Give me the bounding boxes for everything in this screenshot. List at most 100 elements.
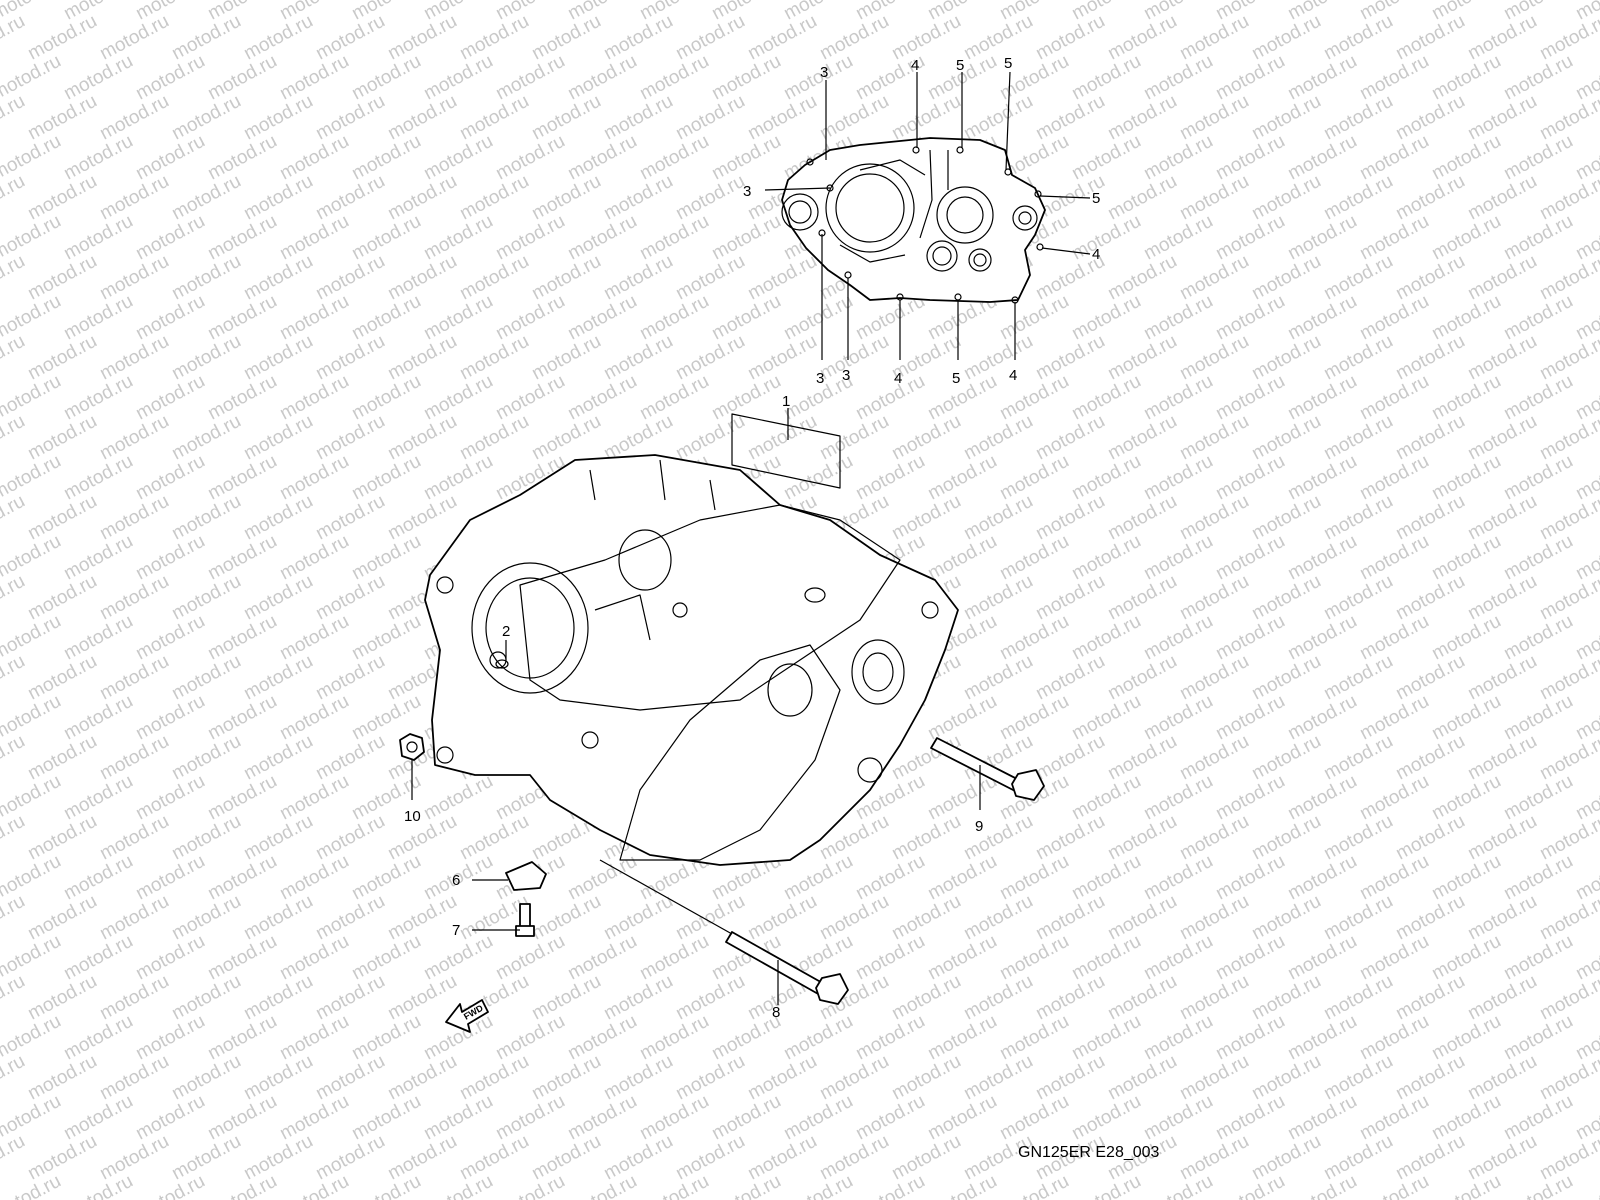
watermark-text: motod.ru <box>600 891 676 945</box>
watermark-text: motod.ru <box>744 1131 820 1185</box>
watermark-text: motod.ru <box>240 331 316 385</box>
watermark-text: motod.ru <box>456 251 532 305</box>
watermark-text: motod.ru <box>1392 571 1468 625</box>
watermark-text: motod.ru <box>672 1051 748 1105</box>
watermark-text: motod.ru <box>312 571 388 625</box>
watermark-text: motod.ru <box>0 251 29 305</box>
watermark-text: motod.ru <box>204 771 280 825</box>
watermark-text: motod.ru <box>1176 11 1252 65</box>
watermark-text: motod.ru <box>276 371 352 425</box>
watermark-text: motod.ru <box>1284 531 1360 585</box>
watermark-text: motod.ru <box>996 851 1072 905</box>
watermark-text: motod.ru <box>1140 531 1216 585</box>
watermark-text: motod.ru <box>24 331 100 385</box>
watermark-text: motod.ru <box>1392 1051 1468 1105</box>
watermark-text: motod.ru <box>1104 1051 1180 1105</box>
watermark-text: motod.ru <box>1068 451 1144 505</box>
watermark-text: motod.ru <box>312 891 388 945</box>
watermark-text: motod.ru <box>852 1091 928 1145</box>
callout-part-10: 10 <box>404 808 421 825</box>
watermark-text: motod.ru <box>1356 291 1432 345</box>
watermark-text: motod.ru <box>1356 851 1432 905</box>
watermark-text: motod.ru <box>1212 531 1288 585</box>
watermark-text: motod.ru <box>960 971 1036 1025</box>
watermark-text: motod.ru <box>1140 771 1216 825</box>
callout-bot-5: 5 <box>952 370 960 387</box>
watermark-text: motod.ru <box>1248 1131 1324 1185</box>
watermark-text: motod.ru <box>204 931 280 985</box>
watermark-text: motod.ru <box>132 531 208 585</box>
watermark-text: motod.ru <box>888 1131 964 1185</box>
watermark-text: motod.ru <box>1284 931 1360 985</box>
watermark-text: motod.ru <box>1068 531 1144 585</box>
watermark-text: motod.ru <box>1320 731 1396 785</box>
watermark-text: motod.ru <box>0 1051 29 1105</box>
watermark-text: motod.ru <box>276 131 352 185</box>
watermark-text: motod.ru <box>24 171 100 225</box>
watermark-text: motod.ru <box>24 91 100 145</box>
watermark-text: motod.ru <box>1320 491 1396 545</box>
watermark-text: motod.ru <box>348 531 424 585</box>
watermark-text: motod.ru <box>1320 411 1396 465</box>
bolt-part-9 <box>930 737 1045 801</box>
watermark-text: motod.ru <box>1428 931 1504 985</box>
watermark-text: motod.ru <box>600 1051 676 1105</box>
watermark-text: motod.ru <box>96 1051 172 1105</box>
watermark-text: motod.ru <box>1320 1051 1396 1105</box>
inset-leader-lines <box>764 71 1091 360</box>
watermark-text: motod.ru <box>240 731 316 785</box>
watermark-text: motod.ru <box>0 571 29 625</box>
watermark-text: motod.ru <box>1140 51 1216 105</box>
watermark-text: motod.ru <box>888 491 964 545</box>
watermark-text: motod.ru <box>564 1171 640 1200</box>
watermark-text: motod.ru <box>60 771 136 825</box>
watermark-text: motod.ru <box>240 971 316 1025</box>
watermark-text: motod.ru <box>96 91 172 145</box>
watermark-text: motod.ru <box>1248 251 1324 305</box>
watermark-text: motod.ru <box>780 51 856 105</box>
watermark-text: motod.ru <box>24 411 100 465</box>
watermark-text: motod.ru <box>1320 651 1396 705</box>
watermark-text: motod.ru <box>1464 91 1540 145</box>
watermark-text: motod.ru <box>456 331 532 385</box>
watermark-text: motod.ru <box>204 211 280 265</box>
watermark-text: motod.ru <box>1320 971 1396 1025</box>
watermark-text: motod.ru <box>0 491 29 545</box>
watermark-text: motod.ru <box>348 611 424 665</box>
watermark-text: motod.ru <box>492 371 568 425</box>
watermark-text: motod.ru <box>24 251 100 305</box>
watermark-text: motod.ru <box>1104 651 1180 705</box>
watermark-text: motod.ru <box>384 11 460 65</box>
watermark-text: motod.ru <box>1428 611 1504 665</box>
watermark-text: motod.ru <box>348 1091 424 1145</box>
watermark-text: motod.ru <box>528 1131 604 1185</box>
watermark-text: motod.ru <box>240 1051 316 1105</box>
watermark-text: motod.ru <box>1356 451 1432 505</box>
watermark-text: motod.ru <box>348 131 424 185</box>
callout-bot-3b: 3 <box>842 367 850 384</box>
watermark-text: motod.ru <box>1032 971 1108 1025</box>
watermark-text: motod.ru <box>1068 51 1144 105</box>
watermark-text: motod.ru <box>420 1091 496 1145</box>
watermark-text: motod.ru <box>492 1171 568 1200</box>
watermark-text: motod.ru <box>312 731 388 785</box>
watermark-text: motod.ru <box>1428 691 1504 745</box>
watermark-text: motod.ru <box>528 11 604 65</box>
watermark-text: motod.ru <box>1212 1171 1288 1200</box>
watermark-text: motod.ru <box>1284 211 1360 265</box>
watermark-text: motod.ru <box>1500 131 1576 185</box>
watermark-text: motod.ru <box>1212 611 1288 665</box>
watermark-text: motod.ru <box>888 91 964 145</box>
watermark-text: motod.ru <box>1428 291 1504 345</box>
watermark-text: motod.ru <box>1140 1091 1216 1145</box>
watermark-text: motod.ru <box>96 651 172 705</box>
watermark-text: motod.ru <box>96 411 172 465</box>
watermark-text: motod.ru <box>1500 931 1576 985</box>
watermark-text: motod.ru <box>60 1171 136 1200</box>
watermark-text: motod.ru <box>960 811 1036 865</box>
watermark-text: motod.ru <box>204 531 280 585</box>
watermark-text: motod.ru <box>1356 1011 1432 1065</box>
watermark-text: motod.ru <box>564 131 640 185</box>
watermark-text: motod.ru <box>1356 611 1432 665</box>
watermark-text: motod.ru <box>0 11 29 65</box>
